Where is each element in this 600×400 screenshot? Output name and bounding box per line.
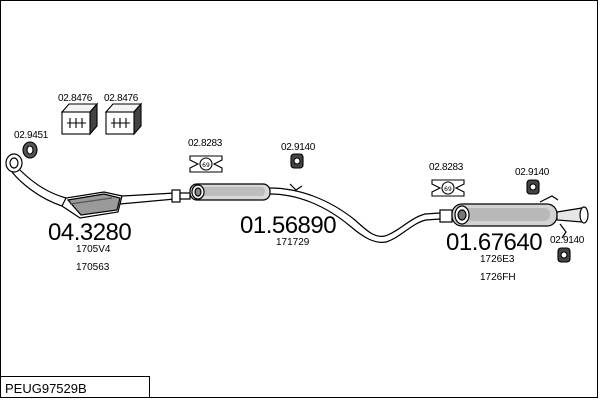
diagram-code: PEUG97529B <box>5 381 87 396</box>
part-number-label: 02.8476 <box>104 93 139 104</box>
rubber-mount-2 <box>526 179 540 195</box>
part-number-label: 02.8283 <box>429 162 464 173</box>
rubber-mount-1 <box>290 153 304 169</box>
assembly-ref: 1726FH <box>480 272 516 283</box>
intermediate-pipe <box>269 183 441 243</box>
assembly-number: 01.67640 <box>446 229 543 256</box>
front-pipe <box>5 153 67 207</box>
gasket-ring <box>22 141 38 159</box>
hanger-bracket-2: 69 <box>431 179 465 197</box>
rubber-mount-3 <box>557 247 571 263</box>
rear-silencer <box>439 195 589 239</box>
assembly-ref: 1726E3 <box>480 254 515 265</box>
diagram-code-box: PEUG97529B <box>0 376 150 398</box>
assembly-number: 01.56890 <box>240 212 337 239</box>
part-number-label: 02.9451 <box>14 130 49 141</box>
part-number-label: 02.8476 <box>58 93 93 104</box>
clamp-box-1 <box>60 102 99 136</box>
assembly-ref: 170563 <box>76 262 110 273</box>
catalytic-converter <box>61 189 181 219</box>
svg-text:69: 69 <box>202 162 210 169</box>
svg-text:69: 69 <box>444 186 452 193</box>
part-number-label: 02.8283 <box>188 138 223 149</box>
middle-silencer <box>179 183 271 201</box>
assembly-number: 04.3280 <box>48 219 132 246</box>
hanger-bracket-1: 69 <box>189 155 223 173</box>
part-number-label: 02.9140 <box>550 235 585 246</box>
assembly-ref: 171729 <box>276 237 310 248</box>
clamp-box-2 <box>104 102 143 136</box>
assembly-ref: 1705V4 <box>76 244 111 255</box>
part-number-label: 02.9140 <box>515 167 550 178</box>
part-number-label: 02.9140 <box>281 142 316 153</box>
